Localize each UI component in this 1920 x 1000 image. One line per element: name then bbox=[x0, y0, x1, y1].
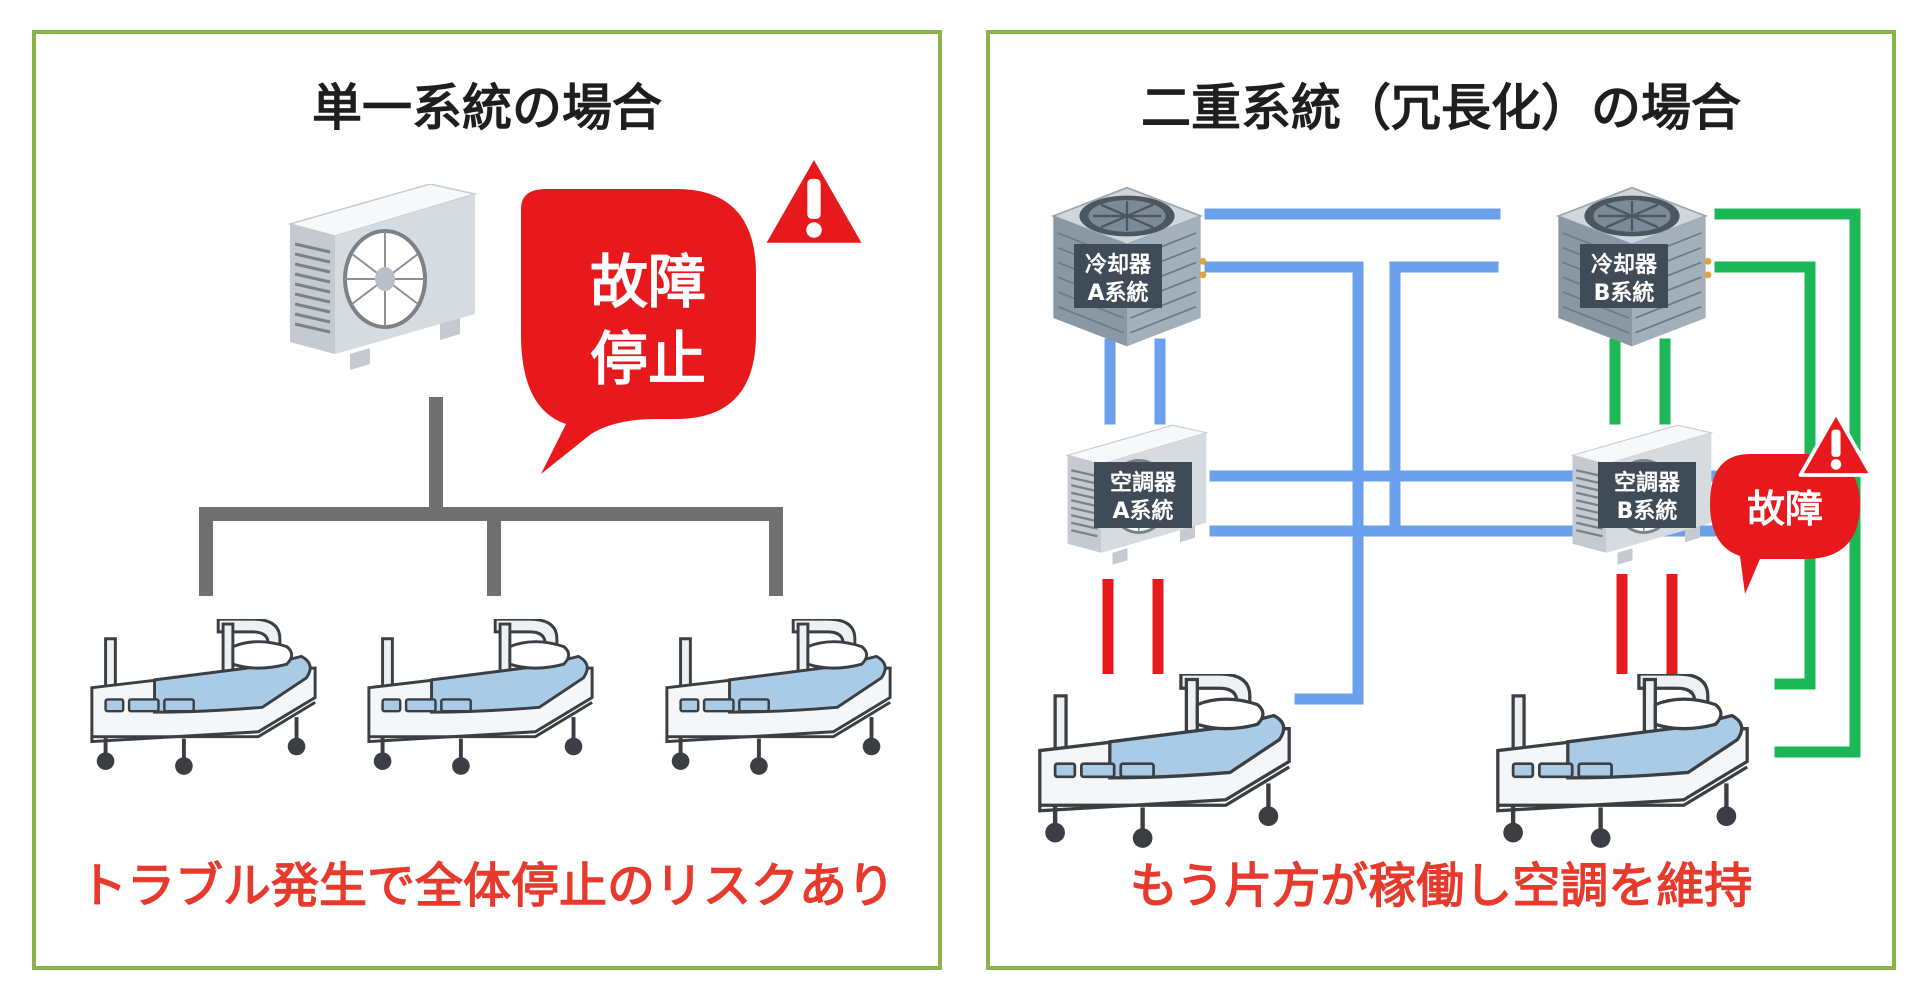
chiller-a: 冷却器 A系統 bbox=[1052, 186, 1208, 348]
ac-a-label-1: 空調器 bbox=[1110, 470, 1177, 496]
single-system-caption: トラブル発生で全体停止のリスクあり bbox=[78, 858, 895, 914]
single-system-title: 単一系統の場合 bbox=[312, 79, 662, 137]
ac-unit-a: 空調器 A系統 bbox=[1065, 424, 1208, 567]
ac-b-label-1: 空調器 bbox=[1614, 470, 1681, 496]
chiller-a-label-2: A系統 bbox=[1087, 280, 1148, 306]
bubble-text: 故障 bbox=[1747, 487, 1823, 531]
warning-triangle-icon bbox=[762, 154, 866, 245]
ac-unit-b: 空調器 B系統 bbox=[1570, 424, 1713, 567]
ac-outdoor-unit-icon bbox=[288, 184, 477, 372]
chiller-a-label-1: 冷却器 bbox=[1085, 252, 1152, 278]
ac-a-label-2: A系統 bbox=[1112, 498, 1173, 524]
hospital-bed-icon bbox=[89, 619, 318, 776]
redundant-system-title: 二重系統（冗長化）の場合 bbox=[1141, 79, 1741, 137]
hospital-bed-icon bbox=[1498, 674, 1747, 848]
redundant-system-diagram: 冷却器 A系統 冷却器 B系統 空調器 A系統 空調器 B系統 故障 bbox=[990, 186, 1874, 974]
single-system-panel: 単一系統の場合 故障 停止 トラブル発生で全体停止のリスクあり bbox=[32, 30, 942, 970]
supply-pipes bbox=[1102, 574, 1678, 674]
redundant-system-panel: 二重系統（冗長化）の場合 bbox=[986, 30, 1896, 970]
hospital-bed-icon bbox=[366, 619, 595, 776]
single-distribution-pipes bbox=[199, 397, 783, 596]
single-system-diagram: 故障 停止 bbox=[89, 34, 893, 776]
chiller-b-label-1: 冷却器 bbox=[1591, 252, 1658, 278]
redundant-system-caption: もう片方が稼働し空調を維持 bbox=[1129, 858, 1753, 914]
chiller-b-label-2: B系統 bbox=[1594, 280, 1655, 306]
bubble-line-1: 故障 bbox=[590, 248, 706, 316]
failure-speech-bubble: 故障 停止 bbox=[521, 189, 756, 474]
ac-b-label-2: B系統 bbox=[1617, 498, 1678, 524]
bubble-line-2: 停止 bbox=[590, 325, 706, 393]
chiller-b: 冷却器 B系統 bbox=[1557, 186, 1713, 348]
hospital-bed-icon bbox=[664, 619, 893, 776]
failure-speech-bubble: 故障 bbox=[1710, 454, 1860, 594]
hospital-bed-icon bbox=[1040, 674, 1289, 848]
